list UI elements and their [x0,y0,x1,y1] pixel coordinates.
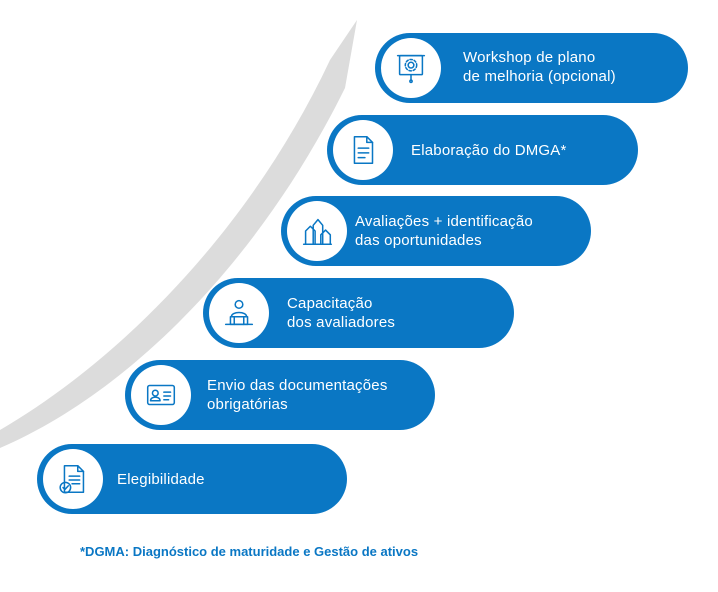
step-icon-circle [209,283,269,343]
step-elegibilidade: Elegibilidade [37,444,347,514]
step-icon-circle [381,38,441,98]
step-label-envio-documentacoes: Envio das documentações obrigatórias [207,377,388,413]
step-label-capacitacao: Capacitação dos avaliadores [287,295,396,331]
step-icon-circle [287,201,347,261]
step-label-workshop: Workshop de plano de melhoria (opcional) [463,49,616,85]
step-envio-documentacoes: Envio das documentações obrigatórias [125,360,435,430]
step-icon-circle [333,120,393,180]
step-elaboracao-dmga: Elaboração do DMGA* [327,115,638,185]
step-label-elegibilidade: Elegibilidade [117,471,205,488]
footnote: *DGMA: Diagnóstico de maturidade e Gestã… [80,544,419,559]
step-label-elaboracao-dmga: Elaboração do DMGA* [411,142,567,159]
step-icon-circle [131,365,191,425]
step-icon-circle [43,449,103,509]
step-workshop: Workshop de plano de melhoria (opcional) [375,33,688,103]
step-label-avaliacoes: Avaliações + identificação das oportunid… [355,213,533,249]
id-card-icon [146,384,176,406]
growth-arrows-icon [302,218,333,246]
speaker-podium-icon [224,299,254,326]
checklist-document-icon [59,464,85,494]
document-icon [353,135,374,165]
step-avaliacoes: Avaliações + identificação das oportunid… [281,196,591,266]
presentation-board-gear-icon [396,54,426,84]
step-capacitacao: Capacitação dos avaliadores [203,278,514,348]
